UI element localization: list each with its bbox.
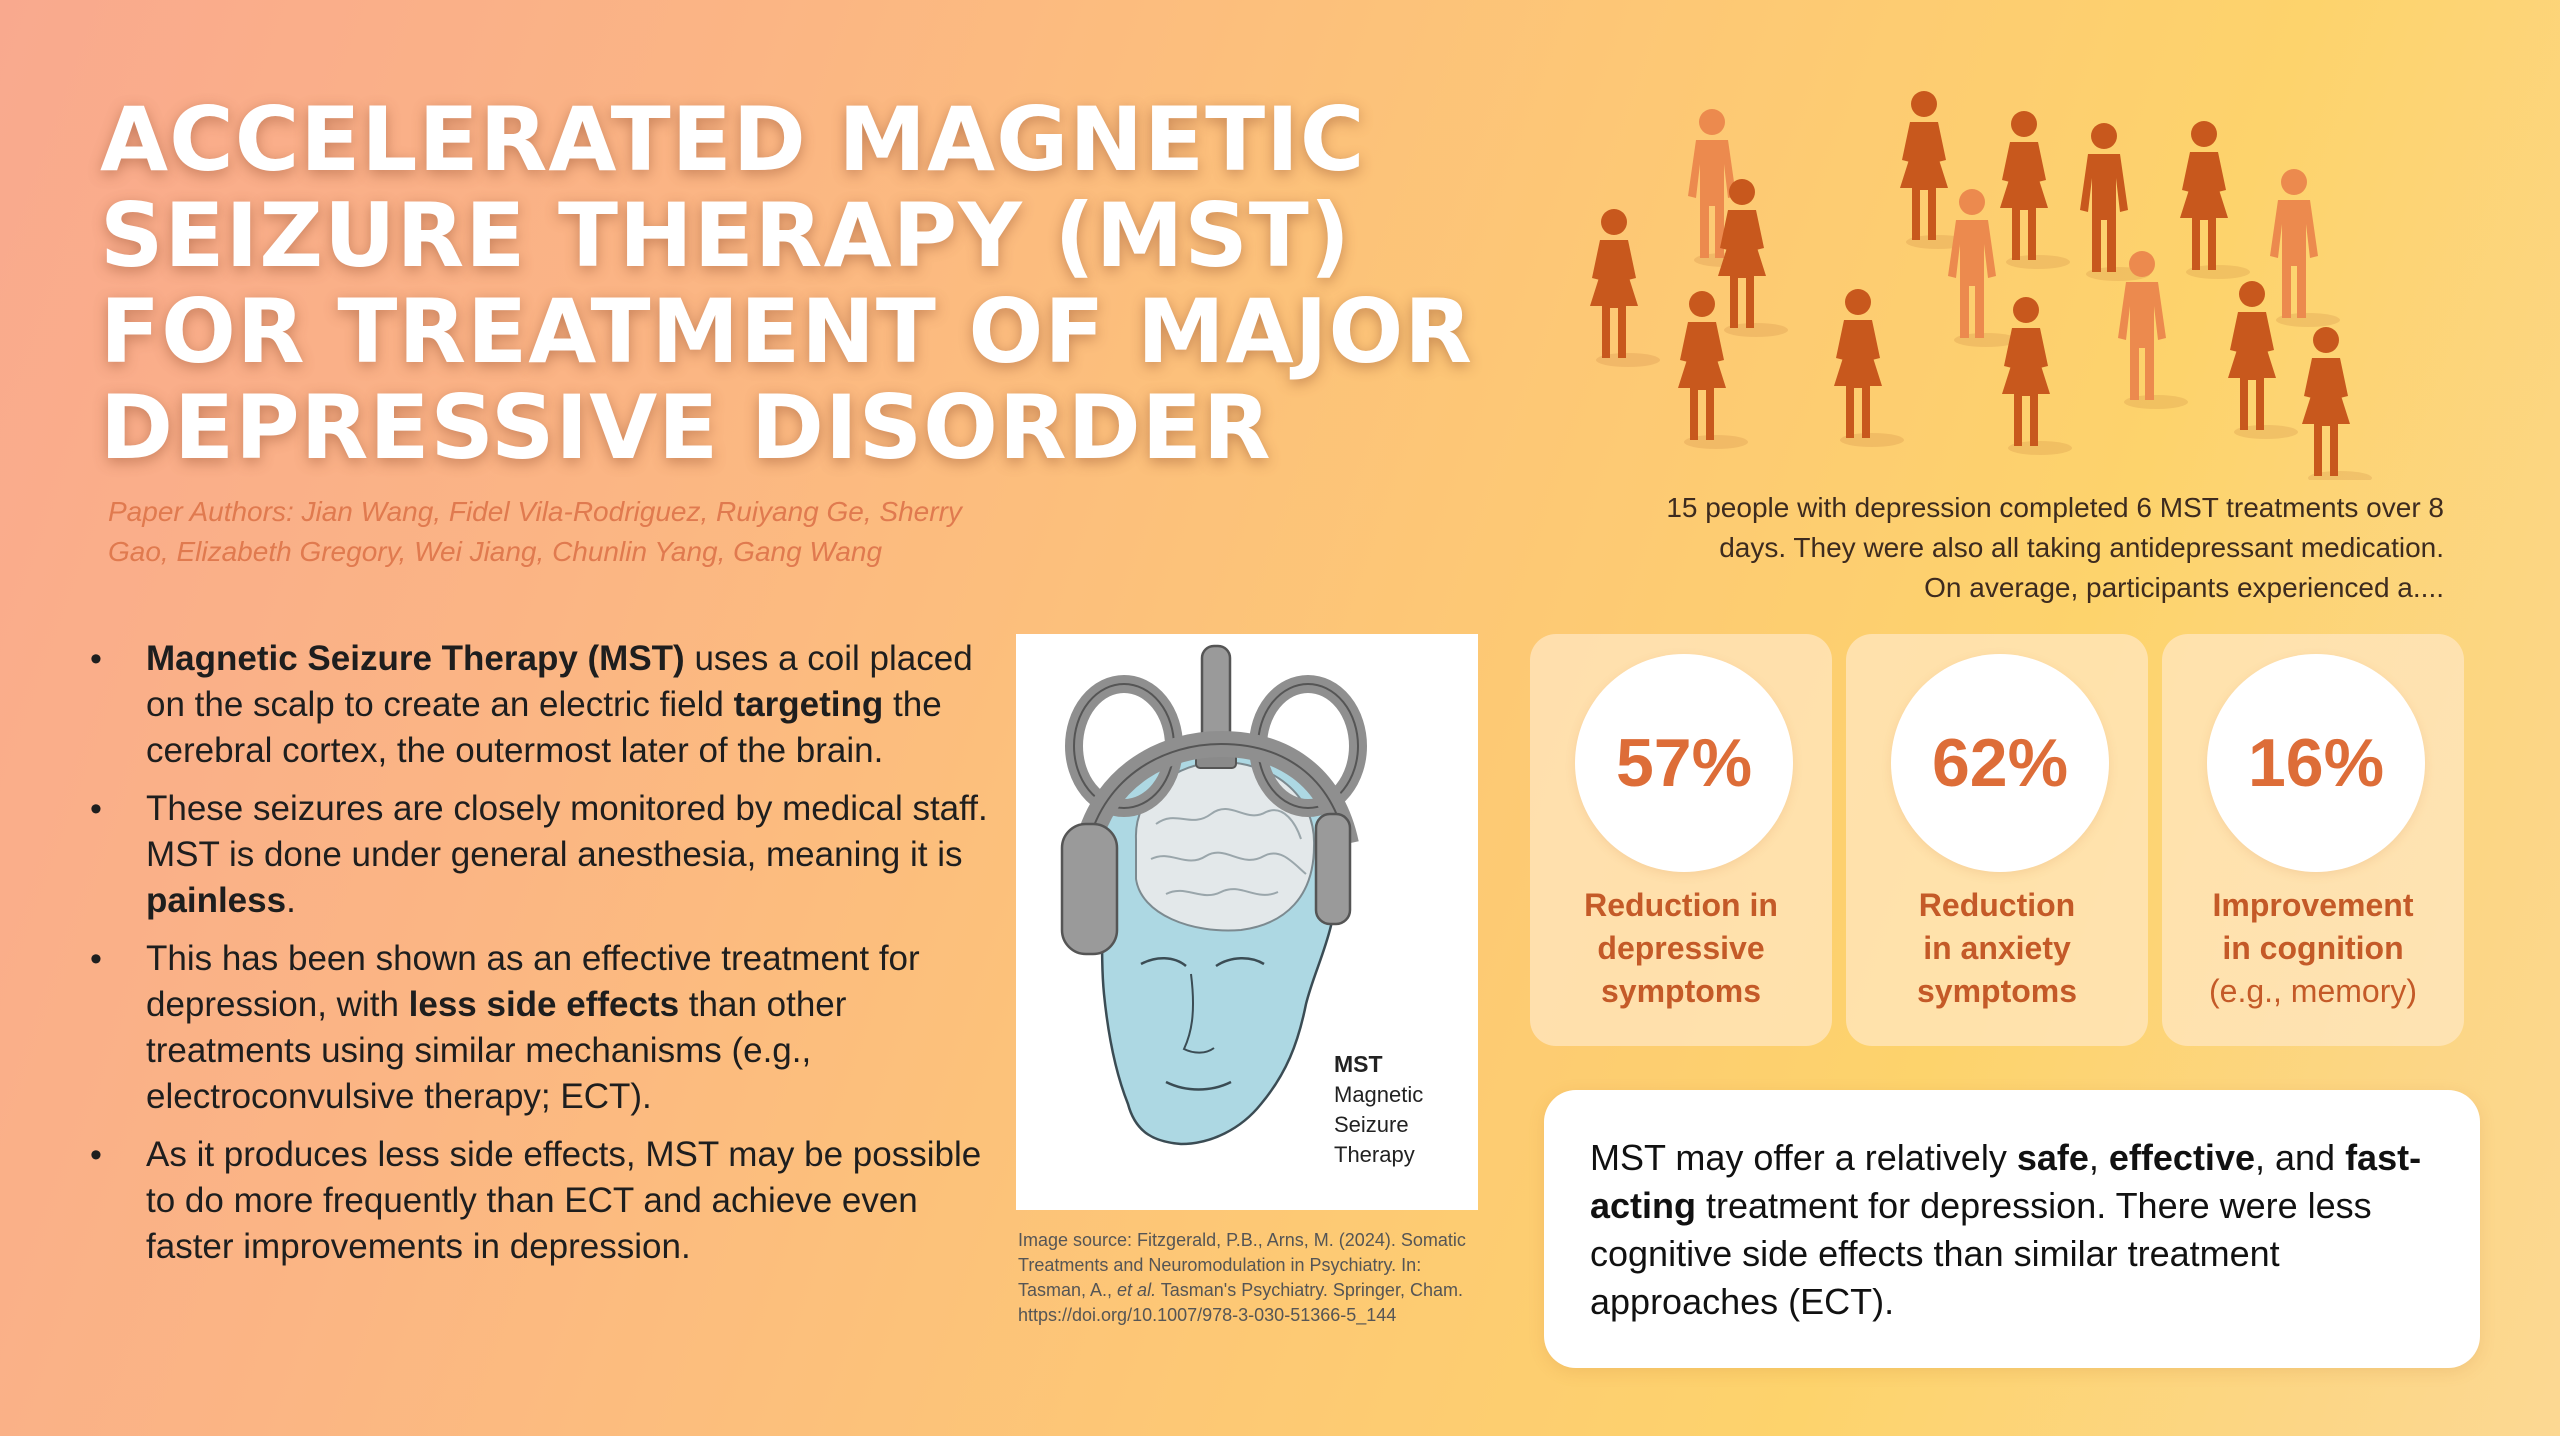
bold-text: Magnetic Seizure Therapy (MST) <box>146 639 685 678</box>
stat-card-depression: 57% Reduction in depressive symptoms <box>1530 634 1832 1046</box>
person-icon <box>1834 289 1904 447</box>
conclusion-text: MST may offer a relatively <box>1590 1137 2017 1178</box>
bullet-text: As it produces less side effects, MST ma… <box>146 1135 982 1266</box>
people-illustration <box>1590 91 2372 480</box>
study-line: 15 people with depression completed 6 MS… <box>1666 492 2444 523</box>
person-icon <box>2228 281 2298 439</box>
bold-text: painless <box>146 881 287 920</box>
stat-label-line: Reduction <box>1918 887 2076 923</box>
bold-text: less side effects <box>408 985 680 1024</box>
conclusion-text: , <box>2088 1137 2109 1178</box>
head-coil-illustration: MST Magnetic Seizure Therapy <box>1060 644 1423 1167</box>
stat-card-anxiety: 62% Reduction in anxiety symptoms <box>1846 634 2148 1046</box>
conclusion-text: , and <box>2254 1137 2346 1178</box>
bullet-text: These seizures are closely monitored by … <box>146 789 988 874</box>
person-icon <box>2302 327 2372 480</box>
credit-text: Image source: Fitzgerald, P.B., Arns, M.… <box>1018 1230 1466 1300</box>
figure-label-line: Seizure <box>1334 1112 1409 1137</box>
title-line-4: DEPRESSIVE DISORDER <box>100 376 1272 479</box>
bullet-text: uses a coil placed on the scalp to creat… <box>146 639 973 724</box>
stat-label: Improvement in cognition (e.g., memory) <box>2162 884 2464 1013</box>
mst-illustration: MST Magnetic Seizure Therapy <box>1016 634 1478 1210</box>
figure-label-line: Therapy <box>1334 1142 1415 1167</box>
bold-text: effective <box>2108 1137 2255 1178</box>
stat-value: 57% <box>1575 654 1793 872</box>
bold-text: safe <box>2016 1137 2089 1178</box>
bullet-item: Magnetic Seizure Therapy (MST) uses a co… <box>90 636 1000 774</box>
image-source-credit: Image source: Fitzgerald, P.B., Arns, M.… <box>1018 1228 1488 1328</box>
bullet-list: Magnetic Seizure Therapy (MST) uses a co… <box>90 636 1000 1282</box>
person-icon <box>2080 123 2150 281</box>
stat-card-cognition: 16% Improvement in cognition (e.g., memo… <box>2162 634 2464 1046</box>
person-icon <box>1678 291 1748 449</box>
stat-label-line: Reduction in <box>1584 887 1778 923</box>
figure-label-bold: MST <box>1334 1051 1383 1077</box>
person-icon <box>1718 179 1788 337</box>
person-icon <box>1590 209 1660 367</box>
bold-text: targeting <box>733 685 884 724</box>
title-line-2: SEIZURE THERAPY (MST) <box>100 184 1351 287</box>
bullet-text: than other treatments using similar mech… <box>146 985 847 1116</box>
credit-text: Tasman's Psychiatry. Springer, Cham. htt… <box>1018 1280 1463 1325</box>
figure-label-line: Magnetic <box>1334 1082 1423 1107</box>
bullet-text: . <box>286 881 296 920</box>
stat-label-line: symptoms <box>1600 973 1762 1009</box>
person-icon <box>2118 251 2188 409</box>
stat-label-line: depressive <box>1597 930 1765 966</box>
credit-italic: et al. <box>1117 1280 1157 1300</box>
conclusion-box: MST may offer a relatively safe, effecti… <box>1544 1090 2480 1368</box>
study-line: On average, participants experienced a..… <box>1924 572 2444 603</box>
bullet-item: As it produces less side effects, MST ma… <box>90 1132 1000 1270</box>
page-title: ACCELERATED MAGNETIC SEIZURE THERAPY (MS… <box>100 92 1520 476</box>
person-icon <box>1900 91 1970 249</box>
stat-label-line: symptoms <box>1916 973 2078 1009</box>
paper-authors: Paper Authors: Jian Wang, Fidel Vila-Rod… <box>108 496 962 567</box>
person-icon <box>2180 121 2250 279</box>
bold-text: fast-acting <box>1590 1137 2422 1226</box>
person-icon <box>2000 111 2070 269</box>
study-description: 15 people with depression completed 6 MS… <box>1500 488 2444 608</box>
bullet-text: This has been shown as an effective trea… <box>146 939 920 1024</box>
stat-value: 16% <box>2207 654 2425 872</box>
stat-label-line: in cognition <box>2222 930 2404 966</box>
person-icon <box>2002 297 2072 455</box>
study-line: days. They were also all taking antidepr… <box>1719 532 2444 563</box>
bullet-item: These seizures are closely monitored by … <box>90 786 1000 924</box>
stat-label-line: Improvement <box>2212 887 2414 923</box>
person-icon <box>2270 169 2340 327</box>
stat-label-line: (e.g., memory) <box>2208 973 2418 1009</box>
person-icon <box>1948 189 2018 347</box>
title-line-1: ACCELERATED MAGNETIC <box>100 88 1366 191</box>
stat-label-line: in anxiety <box>1923 930 2071 966</box>
conclusion-text: treatment for depression. There were les… <box>1590 1185 2372 1322</box>
bullet-item: This has been shown as an effective trea… <box>90 936 1000 1120</box>
bullet-text: the cerebral cortex, the outermost later… <box>146 685 942 770</box>
stat-value: 62% <box>1891 654 2109 872</box>
stat-label: Reduction in anxiety symptoms <box>1846 884 2148 1013</box>
title-line-3: FOR TREATMENT OF MAJOR <box>100 280 1474 383</box>
stat-label: Reduction in depressive symptoms <box>1530 884 1832 1013</box>
